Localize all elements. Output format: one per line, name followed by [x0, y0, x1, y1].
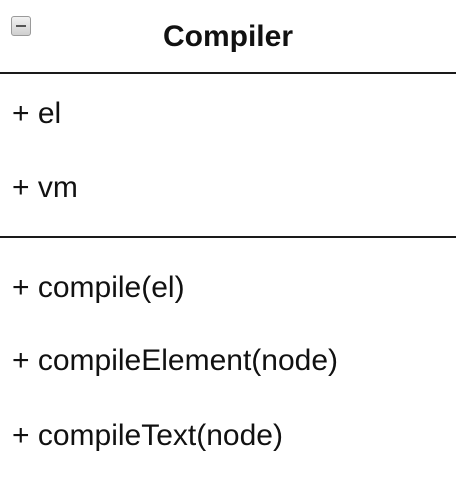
collapse-icon[interactable] [11, 16, 31, 36]
class-name: Compiler [162, 20, 294, 53]
attribute-el: + el [12, 97, 62, 130]
method-compile-element: + compileElement(node) [12, 344, 339, 377]
class-header: Compiler [0, 0, 456, 74]
attribute-vm: + vm [12, 171, 78, 204]
minus-icon [16, 25, 26, 27]
methods-section: + compile(el) + compileElement(node) + c… [0, 238, 456, 491]
attributes-section: + el + vm [0, 74, 456, 238]
method-compile: + compile(el) [12, 271, 185, 304]
method-compile-text: + compileText(node) [12, 419, 283, 452]
